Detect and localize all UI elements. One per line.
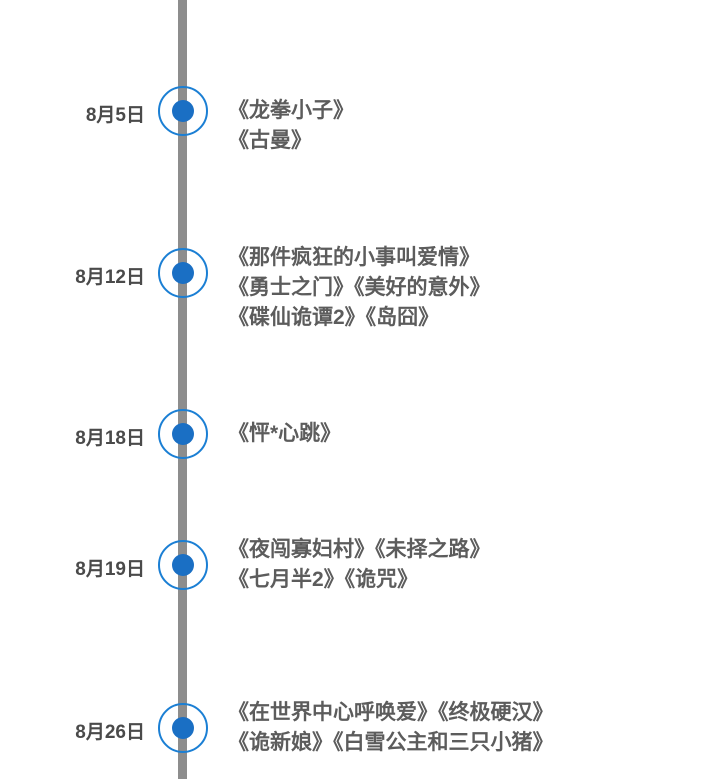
film-title: 《在世界中心呼唤爱》《终极硬汉》	[228, 701, 554, 724]
timeline-marker[interactable]	[158, 409, 208, 459]
timeline-date-label: 8月26日	[75, 722, 145, 743]
timeline-title-group: 《龙拳小子》 《古曼》	[228, 96, 702, 156]
timeline-axis-line	[178, 0, 187, 779]
marker-dot-icon	[172, 262, 194, 284]
marker-dot-icon	[172, 423, 194, 445]
film-title: 《勇士之门》《美好的意外》	[228, 276, 491, 299]
timeline-title-group: 《那件疯狂的小事叫爱情》 《勇士之门》《美好的意外》 《碟仙诡谭2》《岛囧》	[228, 243, 702, 333]
marker-dot-icon	[172, 717, 194, 739]
timeline-marker[interactable]	[158, 86, 208, 136]
timeline-title-group: 《夜闯寡妇村》《未择之路》 《七月半2》《诡咒》	[228, 535, 702, 595]
film-title: 《怦*心跳》	[228, 422, 342, 445]
marker-ring-icon	[158, 703, 208, 753]
timeline-marker[interactable]	[158, 248, 208, 298]
marker-dot-icon	[172, 554, 194, 576]
timeline-date-label: 8月18日	[75, 428, 145, 449]
film-title: 《七月半2》《诡咒》	[228, 568, 419, 591]
film-title: 《夜闯寡妇村》《未择之路》	[228, 538, 491, 561]
timeline-date-label: 8月5日	[85, 105, 145, 126]
marker-ring-icon	[158, 540, 208, 590]
film-title: 《碟仙诡谭2》《岛囧》	[228, 306, 440, 329]
timeline-date-label: 8月19日	[75, 559, 145, 580]
film-title: 《古曼》	[228, 129, 312, 152]
timeline-date-label: 8月12日	[75, 267, 145, 288]
film-title: 《那件疯狂的小事叫爱情》	[228, 246, 480, 269]
marker-ring-icon	[158, 409, 208, 459]
timeline-marker[interactable]	[158, 703, 208, 753]
film-title: 《诡新娘》《白雪公主和三只小猪》	[228, 731, 554, 754]
marker-dot-icon	[172, 100, 194, 122]
marker-ring-icon	[158, 248, 208, 298]
marker-ring-icon	[158, 86, 208, 136]
film-title: 《龙拳小子》	[228, 99, 354, 122]
timeline-title-group: 《怦*心跳》	[228, 419, 702, 449]
timeline-title-group: 《在世界中心呼唤爱》《终极硬汉》 《诡新娘》《白雪公主和三只小猪》	[228, 698, 702, 758]
timeline-marker[interactable]	[158, 540, 208, 590]
